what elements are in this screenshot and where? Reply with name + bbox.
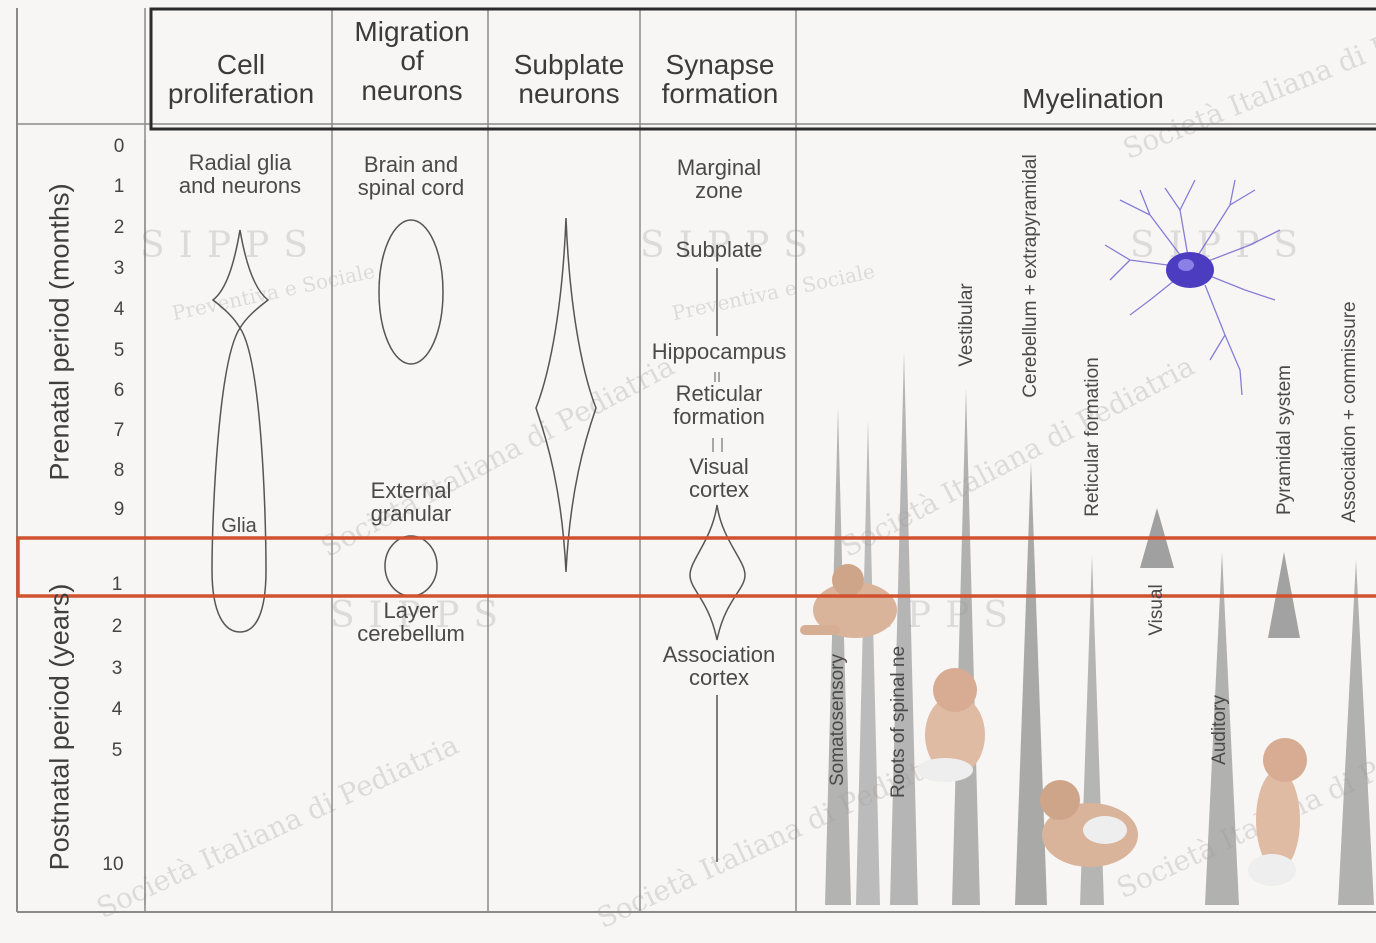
reticular-formation-label: Reticular formation [673,382,765,428]
header-cell-proliferation: Cell proliferation [168,50,314,109]
tract-label-reticular-formation: Reticular formation [1082,357,1104,516]
postnatal-tick: 1 [112,575,123,595]
prenatal-tick: 1 [114,177,125,197]
subplate-label: Subplate [676,238,763,261]
postnatal-period-label: Postnatal period (years) [45,584,76,871]
tract-label-visual: Visual [1146,584,1168,635]
brain-spinal-ellipse [379,220,443,364]
prenatal-tick: 6 [114,381,125,401]
prenatal-tick: 3 [114,259,125,279]
prenatal-tick: 4 [114,300,125,320]
myelination-spike [1338,560,1374,905]
prenatal-tick: 0 [114,137,125,157]
header-synapse-formation: Synapse formation [662,50,779,109]
baby-illustration [1248,738,1307,886]
myelination-spike [890,352,918,905]
tract-label-roots-of-spinal-nerves: Roots of spinal ne [888,646,910,798]
visual-cortex-label: Visual cortex [689,455,749,501]
prenatal-tick: 8 [114,461,125,481]
postnatal-tick: 2 [112,617,123,637]
prenatal-tick: 5 [114,341,125,361]
tract-label-vestibular: Vestibular [956,283,978,366]
header-migration-of-neurons: Migration of neurons [354,17,469,105]
tract-label-association-commissure: Association + commissure [1339,301,1361,522]
tract-label-pyramidal-system: Pyramidal system [1274,365,1296,515]
hippocampus-label: Hippocampus [652,340,787,363]
external-granular-label: External granular [371,479,452,525]
postnatal-tick: 5 [112,741,123,761]
postnatal-tick: 3 [112,659,123,679]
prenatal-tick: 9 [114,500,125,520]
subplate-neurons-shape [536,218,596,572]
glia-label: Glia [221,516,257,537]
prenatal-tick: 2 [114,218,125,238]
radial-glia-label: Radial glia and neurons [179,151,301,197]
tract-label-cerebellum-extrapyramidal: Cerebellum + extrapyramidal [1020,154,1042,397]
header-myelination: Myelination [1022,84,1164,113]
layer-cerebellum-label: Layer cerebellum [357,599,465,645]
tract-label-auditory: Auditory [1209,695,1231,765]
brain-spinal-cord-label: Brain and spinal cord [358,153,464,199]
external-granular-ellipse [385,536,437,596]
baby-illustration [800,564,897,638]
myelination-spike [856,420,880,905]
header-subplate-neurons: Subplate neurons [514,50,625,109]
radial-glia-shape [213,230,268,328]
marginal-zone-label: Marginal zone [677,156,761,202]
postnatal-tick: 4 [112,700,123,720]
myelination-spike [952,388,980,905]
myelination-spike [1015,462,1047,905]
tract-label-somatosensory: Somatosensory [827,654,849,786]
neuron-nucleus [1178,259,1194,271]
postnatal-tick: 10 [102,855,123,875]
glia-shape [212,328,266,632]
visual-cortex-shape [690,505,745,640]
prenatal-tick: 7 [114,421,125,441]
association-cortex-label: Association cortex [663,643,776,689]
neuron-illustration [1105,180,1280,395]
baby-illustration [917,668,985,782]
prenatal-period-label: Prenatal period (months) [45,183,76,480]
